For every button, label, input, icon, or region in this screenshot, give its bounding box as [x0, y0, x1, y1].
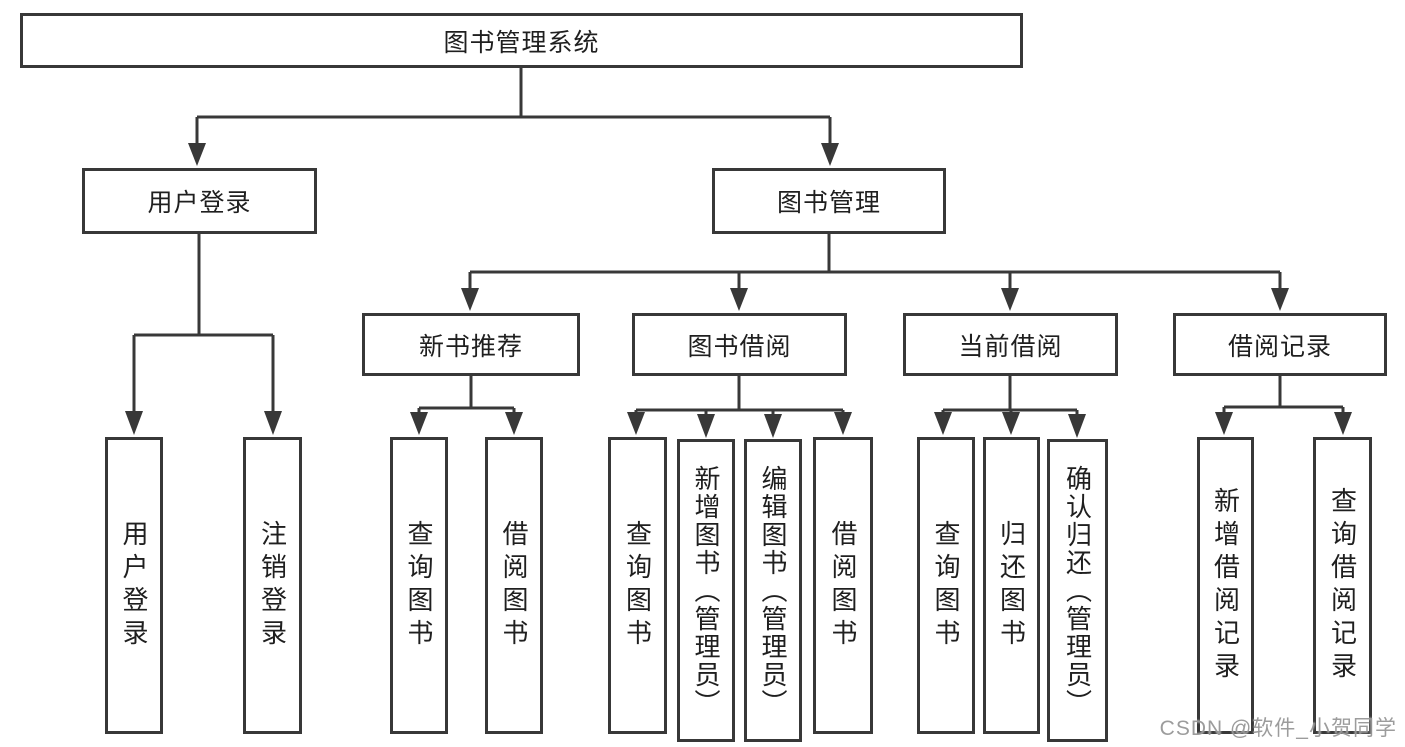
node-book-borrowing: 图书借阅: [632, 313, 847, 376]
leaf-user-login: 用户登录: [105, 437, 163, 734]
node-label: 当前借阅: [958, 332, 1063, 361]
leaf-current-return-books: 归还图书: [983, 437, 1040, 734]
node-label: 归还图书: [996, 519, 1027, 652]
node-label: 用户登录: [119, 519, 149, 652]
leaf-current-query-books: 查询图书: [917, 437, 975, 734]
leaf-current-confirm-return-admin: 确认归还（管理员）: [1047, 439, 1108, 742]
node-label: 借阅图书: [499, 519, 529, 652]
leaf-borrowing-edit-books-admin: 编辑图书（管理员）: [744, 439, 802, 742]
leaf-recommend-query-books: 查询图书: [390, 437, 448, 734]
arrowheads: [125, 143, 1352, 438]
watermark: CSDN @软件_小贺同学: [1159, 717, 1397, 740]
node-current-borrowing: 当前借阅: [903, 313, 1118, 376]
node-label: 查询图书: [404, 519, 434, 652]
node-borrowing-records: 借阅记录: [1173, 313, 1387, 376]
node-label: 注销登录: [257, 519, 288, 652]
node-label: 借阅记录: [1227, 332, 1332, 361]
node-label: 用户登录: [147, 189, 252, 217]
node-new-book-recommendation: 新书推荐: [362, 313, 580, 376]
node-label: 查询图书: [931, 519, 961, 652]
node-label: 查询借阅记录: [1327, 486, 1358, 685]
node-label: 图书借阅: [687, 332, 792, 361]
leaf-logout: 注销登录: [243, 437, 302, 734]
node-library-system: 图书管理系统: [20, 13, 1023, 68]
node-label: 新增图书（管理员）: [691, 464, 721, 717]
leaf-borrowing-add-books-admin: 新增图书（管理员）: [677, 439, 735, 742]
leaf-borrowing-query-books: 查询图书: [608, 437, 667, 734]
node-label: 新书推荐: [418, 332, 523, 361]
node-user-login: 用户登录: [82, 168, 317, 234]
connector-segments: [132, 67, 1345, 422]
node-label: 确认归还（管理员）: [1062, 464, 1093, 717]
node-label: 图书管理系统: [443, 28, 600, 57]
node-label: 新增借阅记录: [1210, 486, 1241, 685]
node-label: 编辑图书（管理员）: [758, 464, 788, 717]
node-book-management: 图书管理: [712, 168, 946, 234]
leaf-records-query-record: 查询借阅记录: [1313, 437, 1372, 734]
node-label: 查询图书: [622, 519, 653, 652]
node-label: 借阅图书: [828, 519, 858, 652]
node-label: 图书管理: [776, 189, 881, 217]
leaf-records-add-record: 新增借阅记录: [1197, 437, 1254, 734]
leaf-recommend-borrow-books: 借阅图书: [485, 437, 543, 734]
leaf-borrowing-borrow-books: 借阅图书: [813, 437, 873, 734]
